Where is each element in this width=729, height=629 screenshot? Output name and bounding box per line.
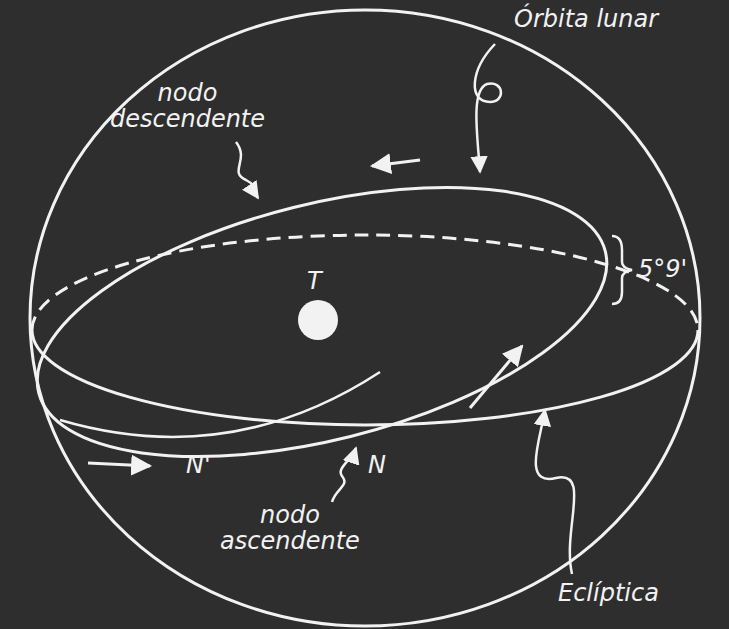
node-letter: N [368,452,386,478]
motion-arrow [372,160,420,166]
ecliptic-back [32,235,698,330]
angle-label: 5°9' [638,256,687,282]
earth-label: T [307,268,322,294]
node-label: nodo ascendente [200,502,380,555]
leader-line [332,448,356,502]
earth-dot [298,300,338,340]
orbit-label: Órbita lunar [512,6,660,32]
ecliptic-label: Eclíptica [556,580,661,606]
node-label: nodo descendente [100,80,275,133]
motion-arrow [88,463,150,466]
lunar-orbit [10,137,634,507]
motion-arrow [470,346,522,408]
leader-line [536,410,575,574]
leader-line [475,44,501,172]
leader-line [236,142,258,198]
inner-arc [60,372,380,437]
celestial-sphere [30,10,700,626]
ecliptic-front [32,330,698,425]
node-letter: N' [186,452,211,478]
angle-bracket [612,236,632,304]
